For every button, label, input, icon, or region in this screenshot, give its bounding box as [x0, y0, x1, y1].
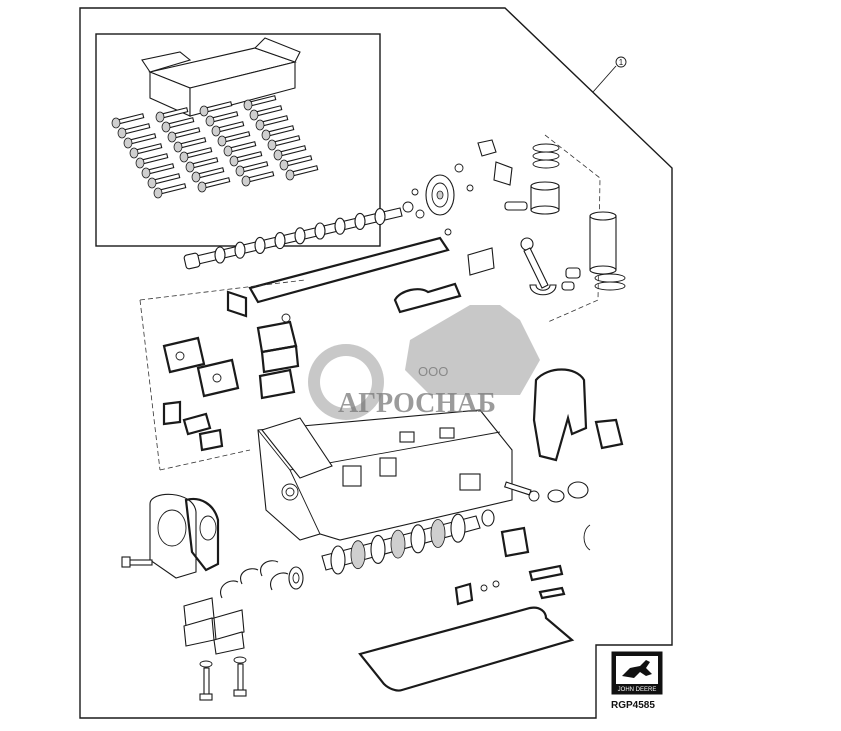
crank-gear — [288, 566, 304, 590]
head-bolt-icon — [185, 157, 219, 173]
cylinder-liner — [589, 211, 617, 275]
gasket-kit-frame — [139, 279, 306, 471]
liner-seals — [594, 273, 626, 291]
front-cover-gasket — [500, 526, 530, 558]
figure-code: RGP4585 — [611, 700, 655, 711]
head-bolt-kit-panel — [95, 33, 381, 247]
crank-web-icon — [330, 545, 346, 575]
crank-web-icon — [370, 534, 386, 564]
rod-bearings — [561, 267, 581, 291]
piston — [530, 181, 560, 215]
cam-lobe-icon — [234, 241, 246, 259]
crank-web-icon — [390, 529, 406, 559]
head-bolt-icon — [199, 101, 233, 117]
cam-lobe-icon — [274, 232, 286, 250]
small-parts — [454, 564, 566, 606]
housing-bolt — [121, 556, 153, 568]
cam-lobe-icon — [354, 212, 366, 230]
head-bolt-icon — [129, 143, 163, 159]
head-bolt-icon — [279, 155, 313, 171]
crank-web-icon — [430, 519, 446, 548]
crank-web-icon — [450, 513, 466, 543]
head-bolt-icon — [117, 123, 151, 139]
callout-number: 1 — [619, 58, 624, 67]
logo-brand-text: JOHN DEERE — [618, 687, 657, 693]
head-bolt-icon — [161, 117, 195, 133]
cam-gear — [425, 174, 455, 216]
john-deere-logo: JOHN DEERE — [611, 651, 663, 695]
head-bolt-icon — [155, 107, 189, 123]
valve-cover-gasket — [248, 236, 450, 304]
water-pump-gasket — [594, 418, 624, 450]
head-gasket-set — [162, 290, 300, 452]
head-bolt-icon — [197, 177, 231, 193]
head-bolt-icon — [273, 145, 307, 161]
head-bolt-icon — [261, 125, 295, 141]
studs-right — [504, 481, 591, 551]
head-bolt-icon — [217, 131, 251, 147]
thermostat-cover — [467, 247, 495, 276]
main-bearings — [220, 560, 289, 599]
head-bolt-icon — [235, 161, 269, 177]
head-bolt-icon — [179, 147, 213, 163]
head-bolt-icon — [153, 183, 187, 199]
watermark-name: АГРОСНАБ — [338, 388, 496, 419]
head-bolt-icon — [267, 135, 301, 151]
timing-cover-gasket — [532, 368, 588, 462]
cam-lobe-icon — [254, 236, 266, 254]
piston-pin — [504, 201, 528, 211]
head-bolts — [111, 95, 319, 199]
cap-bolts — [199, 656, 247, 701]
head-bolt-icon — [173, 137, 207, 153]
connecting-rod — [520, 237, 557, 296]
head-bolt-icon — [249, 105, 283, 121]
crank-web-icon — [350, 540, 366, 570]
engine-block — [257, 409, 513, 541]
head-bolt-icon — [229, 151, 263, 167]
rear-seal-housing — [149, 493, 220, 579]
head-bolt-icon — [141, 163, 175, 179]
bearing-caps — [183, 597, 245, 655]
piston-rings — [532, 143, 560, 169]
head-bolt-icon — [223, 141, 257, 157]
oil-pan-gasket — [358, 606, 575, 692]
crank-seal — [481, 509, 495, 527]
head-bolt-icon — [147, 173, 181, 189]
head-bolt-icon — [191, 167, 225, 183]
cover-plate — [493, 161, 513, 186]
cam-lobe-icon — [214, 246, 226, 264]
callout-1: 1 — [592, 56, 627, 93]
camshaft — [183, 207, 403, 270]
head-bolt-icon — [255, 115, 289, 131]
harvester-icon — [405, 305, 540, 395]
head-bolt-icon — [243, 95, 277, 111]
head-bolt-icon — [241, 171, 275, 187]
head-bolt-icon — [111, 113, 145, 129]
cover-plate-small — [477, 139, 497, 157]
cam-lobe-icon — [314, 222, 326, 240]
gear-logo-icon — [308, 344, 384, 420]
head-bolt-icon — [211, 121, 245, 137]
watermark-prefix: ООО — [418, 364, 448, 379]
cam-lobe-icon — [374, 208, 386, 226]
head-bolt-icon — [123, 133, 157, 149]
head-bolt-icon — [135, 153, 169, 169]
manifold-gasket — [393, 282, 462, 314]
crank-web-icon — [410, 524, 426, 554]
crankshaft — [321, 513, 481, 575]
diagram-frame — [79, 7, 673, 719]
cam-lobe-icon — [294, 227, 306, 245]
watermark: ООО АГРОСНАБ — [308, 305, 540, 420]
head-bolt-icon — [285, 165, 319, 181]
head-bolt-icon — [167, 127, 201, 143]
deer-icon — [622, 660, 652, 678]
carton-box-icon — [141, 37, 301, 117]
cam-lobe-icon — [334, 217, 346, 235]
small-washers — [402, 163, 474, 236]
head-bolt-icon — [205, 111, 239, 127]
